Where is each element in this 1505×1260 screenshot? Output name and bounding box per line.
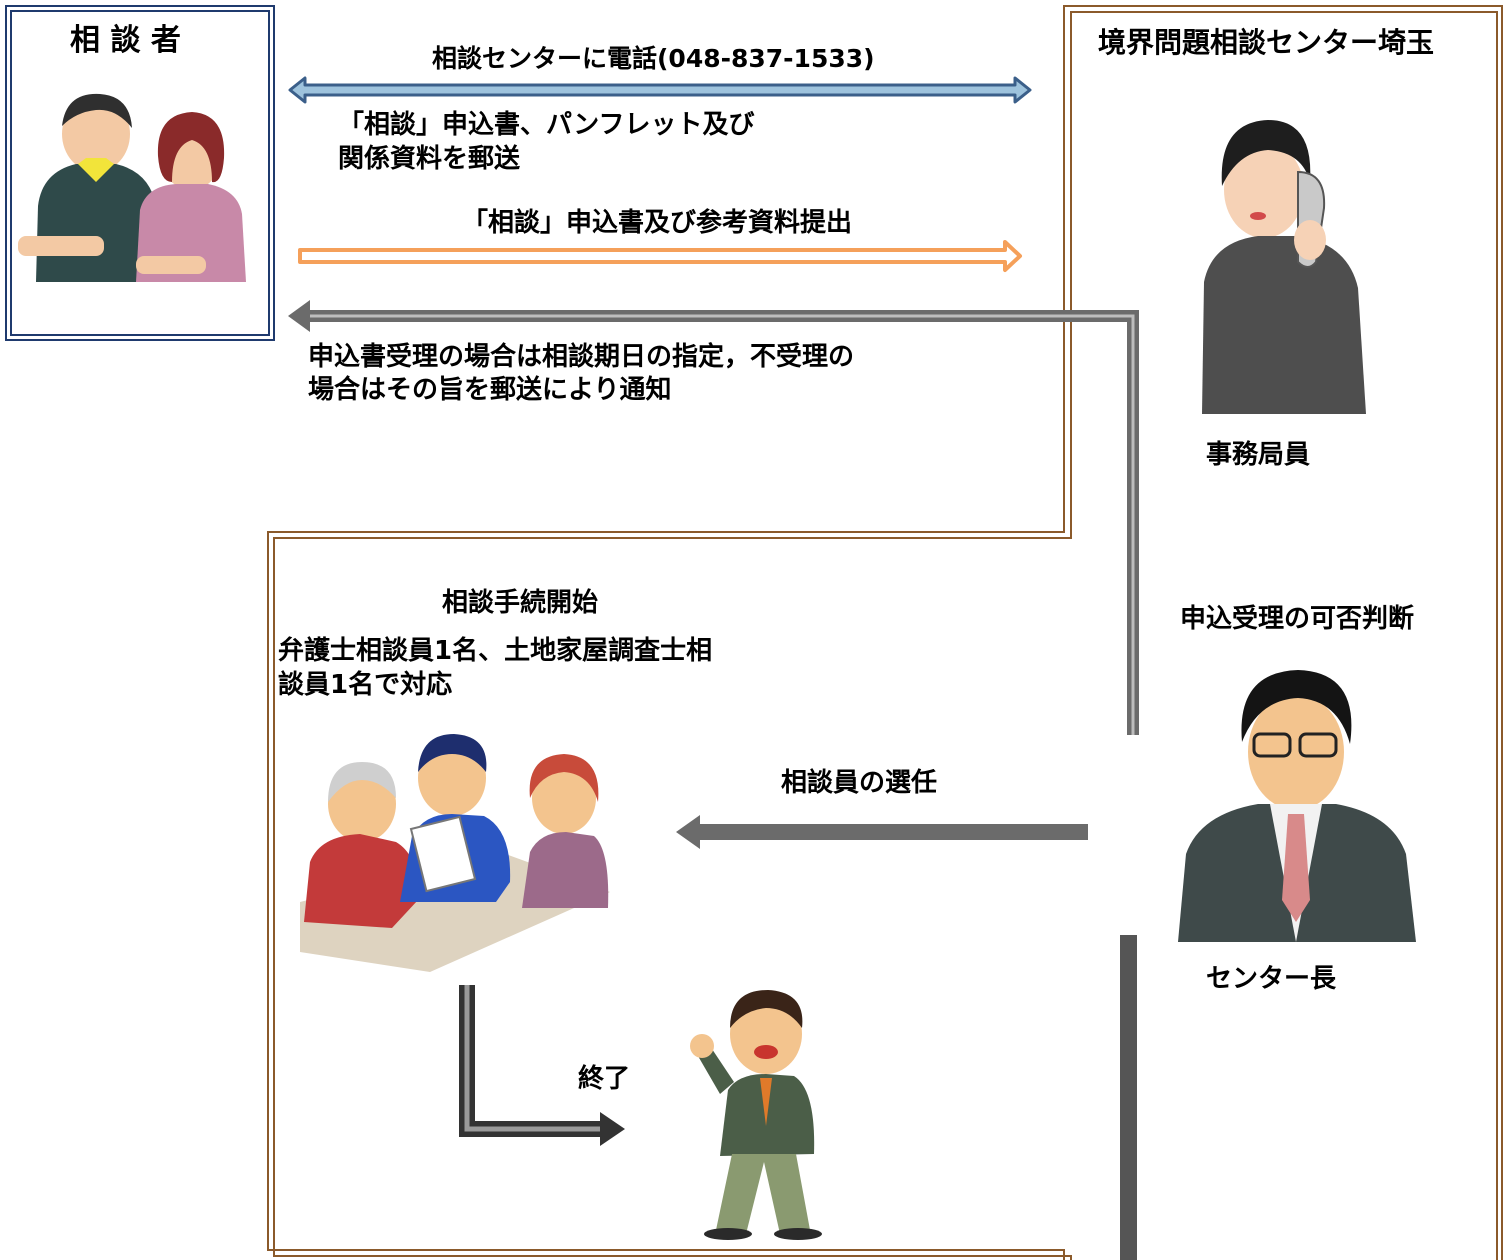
decision-label: 申込受理の可否判断 [1180, 604, 1415, 634]
select-label: 相談員の選任 [781, 768, 938, 798]
clerk-label: 事務局員 [1206, 440, 1311, 470]
ending-man-illustration [690, 990, 822, 1240]
notify-arrow [288, 300, 1139, 735]
procedure-desc-line1: 弁護士相談員1名、土地家屋調査士相 [278, 636, 713, 666]
phone-arrow [288, 76, 1032, 104]
select-arrow [676, 815, 1088, 849]
center-outline [267, 5, 1503, 1260]
consultant-title: 相 談 者 [70, 23, 181, 58]
submit-label: 「相談」申込書及び参考資料提出 [462, 208, 853, 238]
procedure-desc-line2: 談員1名で対応 [278, 670, 453, 700]
end-label: 終了 [578, 1064, 631, 1094]
notify-label-line2: 場合はその旨を郵送により通知 [308, 375, 672, 405]
end-arrow [459, 985, 625, 1146]
director-label: センター長 [1206, 964, 1337, 994]
director-illustration [1178, 670, 1416, 942]
mail-label-line1: 「相談」申込書、パンフレット及び [338, 110, 755, 140]
phone-label: 相談センターに電話(048-837-1533) [432, 44, 875, 73]
consultant-box [5, 5, 275, 341]
center-vertical-bar [1120, 935, 1137, 1260]
procedure-title: 相談手続開始 [442, 588, 599, 618]
notify-label-line1: 申込書受理の場合は相談期日の指定，不受理の [308, 342, 855, 372]
submit-arrow [298, 240, 1022, 272]
meeting-illustration [300, 734, 610, 972]
mail-label-line2: 関係資料を郵送 [338, 144, 521, 174]
clerk-illustration [1202, 120, 1366, 414]
consultant-couple-illustration [18, 93, 246, 282]
center-title: 境界問題相談センター埼玉 [1098, 26, 1435, 59]
